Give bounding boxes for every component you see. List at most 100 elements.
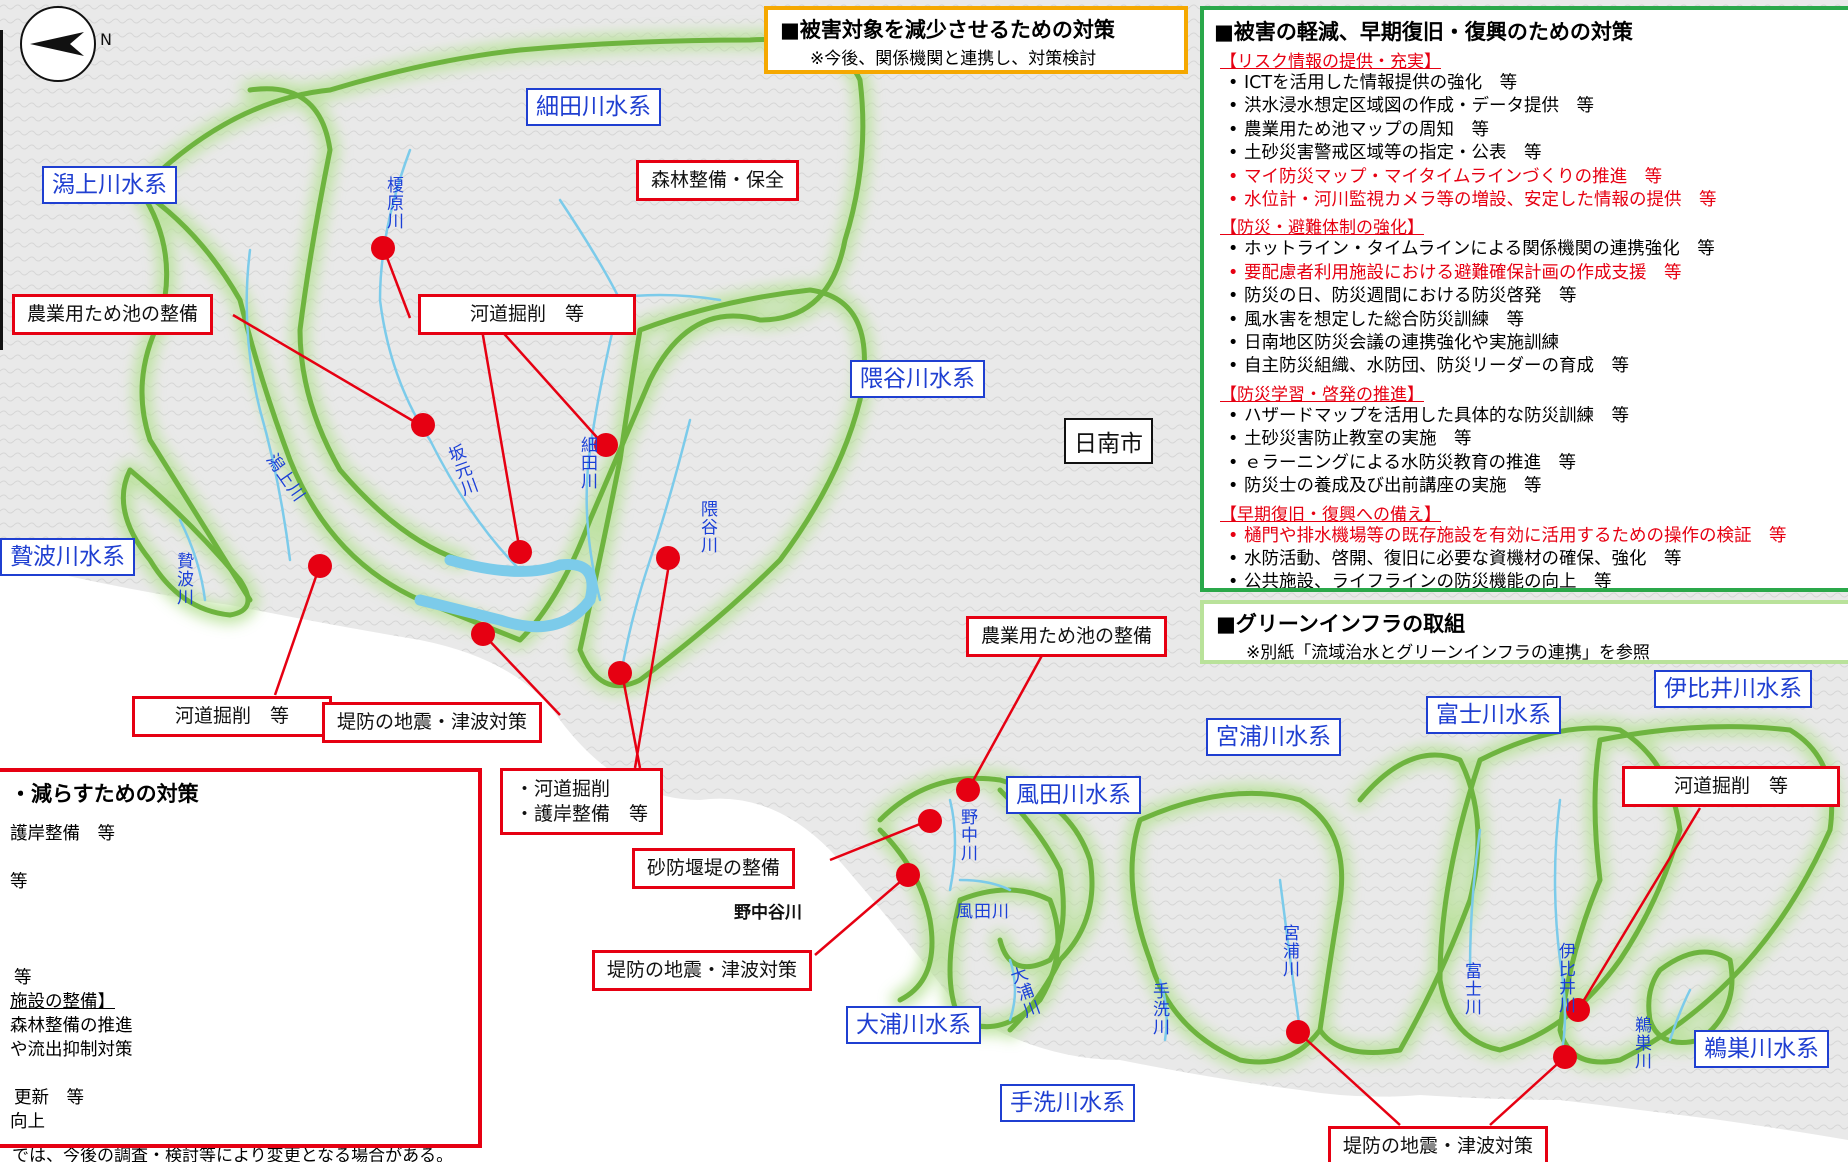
left-panel-title: ・減らすための対策	[10, 782, 199, 806]
mitigation-item: 農業用ため池マップの周知 等	[1214, 119, 1846, 143]
measure-point	[896, 863, 920, 887]
left-panel-line: 等	[14, 968, 32, 988]
measure-levee-3: 堤防の地震・津波対策	[1328, 1126, 1549, 1162]
system-label-hosoda: 細田川水系	[526, 88, 661, 127]
measure-farm-pond-2: 農業用ため池の整備	[966, 616, 1168, 657]
mitigation-item: 樋門や排水機場等の既存施設を有効に活用するための操作の検証 等	[1214, 525, 1846, 549]
measure-point	[1286, 1020, 1310, 1044]
measure-point	[608, 661, 632, 685]
measure-point	[1553, 1045, 1577, 1069]
mitigation-panel: ■被害の軽減、早期復旧・復興のための対策 【リスク情報の提供・充実】ICTを活用…	[1200, 6, 1848, 592]
city-label: 日南市	[1064, 418, 1153, 464]
system-label-oura: 大浦川水系	[846, 1006, 981, 1045]
mitigation-sections: 【リスク情報の提供・充実】ICTを活用した情報提供の強化 等洪水浸水想定区域図の…	[1214, 47, 1846, 588]
measure-markers	[308, 236, 1590, 1069]
green-infra-box: ■グリーンインフラの取組 ※別紙「流域治水とグリーンインフラの連携」を参照	[1200, 600, 1848, 664]
target-reduction-note: ※今後、関係機関と連携し、対策検討	[810, 49, 1097, 69]
compass	[20, 6, 96, 82]
measure-point	[594, 433, 618, 457]
mitigation-item: 洪水浸水想定区域図の作成・データ提供 等	[1214, 95, 1846, 119]
mitigation-item: ｅラーニングによる水防災教育の推進 等	[1214, 452, 1846, 476]
measure-levee-2: 堤防の地震・津波対策	[592, 950, 813, 991]
system-label-katagami: 潟上川水系	[42, 166, 177, 205]
left-panel-line: 等	[10, 872, 28, 892]
system-label-sanba: 贄波川水系	[0, 538, 135, 577]
river-label-fuji: 富士川	[1461, 962, 1481, 1016]
mitigation-section-heading: 【早期復旧・復興への備え】	[1220, 504, 1441, 525]
river-label-nonaka: 野中川	[957, 808, 977, 862]
system-label-ibii: 伊比井川水系	[1654, 670, 1812, 709]
system-label-tearai: 手洗川水系	[1000, 1084, 1135, 1123]
mitigation-item: 日南地区防災会議の連携強化や実施訓練	[1214, 332, 1846, 356]
place-label-nonakadani: 野中谷川	[734, 903, 802, 923]
target-reduction-title: ■被害対象を減少させるための対策	[780, 18, 1115, 42]
measure-sabo-dam: 砂防堰堤の整備	[632, 848, 796, 889]
river-label-miyaura: 宮浦川	[1279, 924, 1299, 978]
mitigation-title: ■被害の軽減、早期復旧・復興のための対策	[1214, 20, 1633, 44]
system-label-unosu: 鵜巣川水系	[1694, 1030, 1829, 1069]
mitigation-item: 防災の日、防災週間における防災啓発 等	[1214, 285, 1846, 309]
river-label-unosu: 鵜巣川	[1631, 1016, 1651, 1070]
measure-dredge-1: 河道掘削 等	[418, 294, 636, 335]
left-panel-line: 森林整備の推進	[10, 1016, 133, 1036]
mitigation-item: ICTを活用した情報提供の強化 等	[1214, 72, 1846, 96]
mitigation-item: マイ防災マップ・マイタイムラインづくりの推進 等	[1214, 166, 1846, 190]
measure-point	[411, 413, 435, 437]
green-infra-note: ※別紙「流域治水とグリーンインフラの連携」を参照	[1246, 643, 1650, 663]
mitigation-item: 防災士の養成及び出前講座の実施 等	[1214, 475, 1846, 499]
mitigation-section-heading: 【防災・避難体制の強化】	[1220, 218, 1424, 239]
green-infra-title: ■グリーンインフラの取組	[1216, 612, 1466, 636]
leader-lines	[232, 246, 1702, 1126]
measure-point	[371, 236, 395, 260]
left-panel-line: 護岸整備 等	[10, 824, 115, 844]
target-reduction-box: ■被害対象を減少させるための対策 ※今後、関係機関と連携し、対策検討	[764, 6, 1188, 74]
measure-levee-1: 堤防の地震・津波対策	[322, 702, 543, 743]
system-label-kazeta: 風田川水系	[1006, 776, 1141, 815]
mitigation-item: 公共施設、ライフラインの防災機能の向上 等	[1214, 571, 1846, 588]
left-panel-line: や流出抑制対策	[10, 1040, 133, 1060]
mitigation-item: 水位計・河川監視カメラ等の増設、安定した情報の提供 等	[1214, 189, 1846, 213]
river-label-sanba: 贄波川	[173, 552, 193, 606]
north-arrow-icon	[30, 32, 84, 56]
measure-point	[308, 554, 332, 578]
main-river	[414, 554, 598, 633]
measure-point	[918, 809, 942, 833]
measure-dredge-2: 河道掘削 等	[132, 696, 332, 737]
system-label-kumaya: 隈谷川水系	[850, 360, 985, 399]
system-label-fujikawa: 富士川水系	[1426, 696, 1561, 735]
measure-dredge-3: 河道掘削 等	[1622, 766, 1840, 807]
mitigation-section-heading: 【防災学習・啓発の推進】	[1220, 384, 1424, 405]
left-panel-line: 更新 等	[14, 1088, 84, 1108]
mitigation-item: ホットライン・タイムラインによる関係機関の連携強化 等	[1214, 238, 1846, 262]
river-label-hosoda: 細田川	[577, 436, 597, 490]
mitigation-item: ハザードマップを活用した具体的な防災訓練 等	[1214, 405, 1846, 429]
river-label-kumaya: 隈谷川	[697, 500, 717, 554]
river-lines	[178, 148, 1692, 1062]
measure-farm-pond-1: 農業用ため池の整備	[12, 294, 214, 335]
legend-edge	[0, 30, 4, 350]
system-label-miyaura: 宮浦川水系	[1206, 718, 1341, 757]
mitigation-item: 土砂災害防止教室の実施 等	[1214, 428, 1846, 452]
compass-north-label: N	[100, 30, 112, 49]
measure-forest: 森林整備・保全	[636, 160, 800, 201]
measure-point	[1566, 998, 1590, 1022]
left-measures-panel: ・減らすための対策 護岸整備 等 等 等 施設の整備】 森林整備の推進 や流出抑…	[0, 768, 482, 1148]
river-label-enohara: 榎原川	[383, 176, 403, 230]
mitigation-item: 土砂災害警戒区域等の指定・公表 等	[1214, 142, 1846, 166]
mitigation-item: 要配慮者利用施設における避難確保計画の作成支援 等	[1214, 262, 1846, 286]
mitigation-section-heading: 【リスク情報の提供・充実】	[1220, 52, 1441, 72]
river-label-kazeta: 風田川	[956, 902, 1010, 922]
footer-note: では、今後の調査・検討等により変更となる場合がある。	[0, 1148, 620, 1162]
basin-outlines	[114, 30, 1841, 1071]
left-panel-line: 向上	[10, 1112, 45, 1132]
river-label-ibii: 伊比井川	[1555, 942, 1575, 1014]
mitigation-item: 自主防災組織、水防団、防災リーダーの育成 等	[1214, 355, 1846, 379]
measure-point	[956, 778, 980, 802]
river-label-tearai: 手洗川	[1149, 982, 1169, 1036]
measure-point	[656, 546, 680, 570]
mitigation-item: 水防活動、啓開、復旧に必要な資機材の確保、強化 等	[1214, 548, 1846, 572]
measure-dredge-revetment: ・河道掘削 ・護岸整備 等	[500, 768, 664, 836]
measure-point	[508, 540, 532, 564]
measure-point	[471, 622, 495, 646]
